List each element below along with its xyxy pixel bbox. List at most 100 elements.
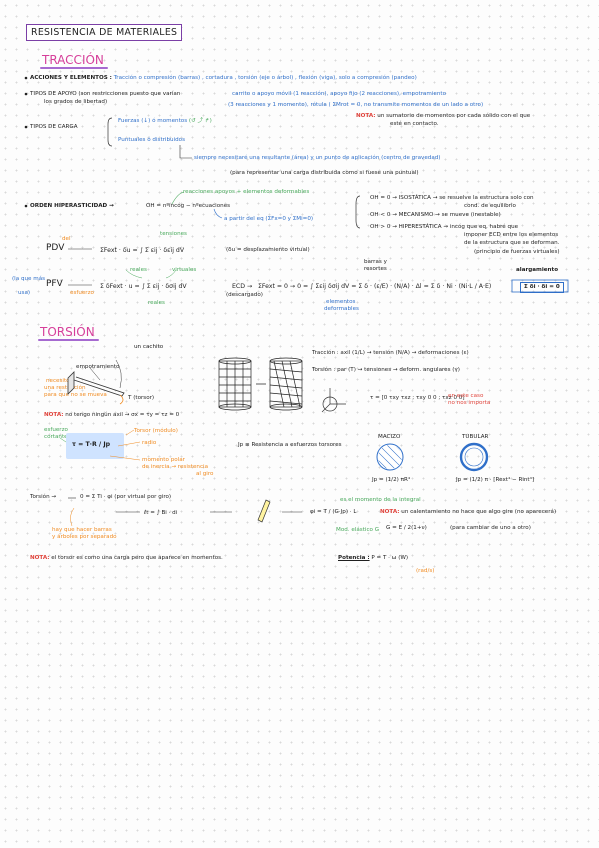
arrow-carga [179, 145, 192, 159]
brace-carga [107, 117, 113, 147]
orden-formula: OH = nºincóg − nºecuaciones [146, 203, 231, 209]
grid-cylinder-original [218, 357, 252, 411]
acciones-label: ACCIONES Y ELEMENTOS : [30, 75, 112, 81]
brace-oh [355, 195, 361, 229]
oh-line-4: imponer ECD entre los elementos [464, 232, 559, 238]
nota2-label: NOTA: [380, 509, 400, 515]
arrow-esfuerzo [59, 437, 67, 443]
barras-note-2: y árboles por separado [52, 534, 117, 540]
bullet-acciones: ACCIONES Y ELEMENTOS : Tracción o compre… [30, 75, 417, 82]
traccion-line: Tracción : axil (1/L) → tensión (N/A) → … [312, 350, 469, 356]
page-title: RESISTENCIA DE MATERIALES [26, 24, 183, 41]
bullet-dot [24, 92, 28, 96]
jp-macizo: Jp = (1/2) πR⁴ [372, 477, 411, 483]
ecd-note-3: elementos [326, 299, 356, 305]
restringe-1: necesito [46, 378, 70, 384]
ecd-note-2: resortes [364, 266, 387, 272]
ecd-sub: (descargado) [226, 292, 263, 298]
nota-torsion-text: no tengo ningún axil → σx = τy = τz = 0 [65, 412, 180, 418]
esfuerzo-label-1: esfuerzo [44, 427, 68, 433]
pfv-reales-2: reales [148, 300, 165, 306]
cachito-label: un cachito [134, 344, 164, 350]
pfv-sub-note: esfuerzo [70, 290, 94, 296]
axes-diagram [321, 388, 346, 413]
apoyo-text-1: carrito o apoyo móvil (1 reacción), apoy… [232, 91, 447, 97]
potencia: Potencia : P = T · ω (W) [338, 555, 408, 562]
pfv-virtual-note: virtuales [172, 267, 197, 273]
section-tubular [459, 442, 489, 472]
tau-formula-box [66, 433, 124, 459]
carga-item-4: (para representar una carga distribuida … [230, 170, 419, 176]
nota-torsion: NOTA: no tengo ningún axil → σx = τy = τ… [44, 412, 179, 419]
g-label: Mod. elástico G [336, 527, 380, 533]
potencia-label: Potencia : [338, 555, 370, 561]
radio-label: radio [142, 440, 157, 446]
arrow-orden-bottom [213, 208, 223, 219]
arrow-empotramiento [89, 367, 101, 381]
section-title-traccion: TRACCIÓN [40, 53, 108, 69]
bullet-dot [24, 125, 28, 129]
pfv-label: PFV [46, 279, 63, 289]
g-note: (para cambiar de uno a otro) [450, 525, 531, 531]
arrow-virtuales [165, 269, 177, 279]
nota2-text: un calentamiento no hace que algo gire (… [401, 509, 557, 515]
nota-text-2: esté en contacto. [390, 121, 439, 127]
apoyo-label-2: los grados de libertad) [44, 99, 108, 105]
oh-line-5: de la estructura que se deforman. [464, 240, 560, 246]
carga-item-1-symbols: (↺ ⤴ ↱) [188, 118, 212, 124]
carga-item-1-text: Fuerzas (↓) ó momentos [118, 118, 188, 124]
nota2: NOTA: un calentamiento no hace que algo … [380, 509, 556, 516]
torsion-arrow-label: Torsión → [30, 494, 57, 500]
phi-formula: φi = T / (G·Jp) · L [310, 509, 357, 515]
empotramiento-label: empotramiento [76, 364, 120, 370]
arrow-barras [70, 507, 75, 527]
pfv-left-note-2: usa) [18, 290, 31, 296]
ecd-final-box [511, 279, 569, 293]
ecd-label: ECD → [232, 283, 253, 290]
orden-bottom-note: a partir del eq (ΣFx=0 y ΣMi=0) [224, 216, 314, 222]
pdv-note: (δu = desplazamiento virtual) [226, 247, 310, 253]
macizo-label: MACIZO [378, 434, 401, 440]
carga-item-3: siempre necesitaré una resultante (área)… [194, 155, 441, 161]
pfv-formula: Σ δFext · u = ∫ Σ εij · δσij dV [100, 283, 187, 290]
tau-formula: τ = T·R / Jp [72, 441, 111, 448]
restringe-3: para que no se mueva [44, 392, 107, 398]
oh-line-6: (principio de fuerzas virtuales) [474, 249, 560, 255]
apoyo-label: TIPOS DE APOYO (son restricciones puesto… [30, 91, 181, 97]
barras-note-1: hay que hacer barras [52, 527, 112, 533]
nota3-label: NOTA: [30, 555, 50, 561]
ecd-note-1: barras y [364, 259, 387, 265]
pdv-del-note: del [62, 236, 71, 242]
momento-polar-1: momento polar [142, 457, 185, 463]
momento-polar-3: al giro [196, 471, 214, 477]
jp-definition: Jp ≡ Resistencia a esfuerzos torsores [238, 442, 342, 448]
apoyo-text-2: (3 reacciones y 1 momento), rótula ( ΣMr… [228, 102, 484, 108]
pk-formula: ℓt = ∫ Bi · di [144, 510, 178, 516]
torsor-modulo: Torsor (módulo) [134, 428, 178, 434]
jp-tubular: Jp = (1/2) π · [Rext⁴ − Rint⁴] [456, 477, 535, 483]
bullet-dot [24, 204, 28, 208]
momento-polar-2: de inercia → resistencia [142, 464, 209, 470]
ecd-formula: ΣFext = 0 → 0 = ∫ Σεij δσij dV = Σ δ · (… [258, 283, 492, 290]
arrow-torsor-modulo [125, 429, 135, 436]
tau-note-2: no nos importa [448, 400, 491, 406]
restringe-2: una restricción [44, 385, 86, 391]
esfuerzo-label-2: cortante [44, 434, 68, 440]
carga-label: TIPOS DE CARGA [30, 124, 78, 130]
tubular-label: TUBULAR [462, 434, 489, 440]
pfv-left-note: (la que más [12, 276, 46, 282]
acciones-text: Tracción o compresión (barras) , cortadu… [113, 75, 417, 81]
arrow-momento-polar [109, 455, 141, 461]
tau-matrix: τ = [0 τxy τxz ; τxy 0 0 ; τxz 0 0] [370, 395, 465, 401]
nota-traccion: NOTA: un sumatorio de momentos por cada … [356, 113, 530, 120]
torsion-formula: 0 = Σ Ti · φi (por virtual por giro) [80, 494, 172, 500]
g-formula: G = E / 2(1+ν) [386, 525, 427, 531]
potencia-formula: P = T · ω (W) [371, 555, 409, 561]
section-macizo [376, 443, 404, 471]
oh-line-2: OH < 0 → MECANISMO → se mueve (inestable… [370, 212, 501, 218]
nota3: NOTA: el torsor es como una carga pero q… [30, 555, 223, 562]
pfv-real-note: reales [130, 267, 147, 273]
nota3-text: el torsor es como una carga pero que apa… [51, 555, 223, 561]
oh-line-1: OH = 0 → ISOSTÁTICA → se resuelve la est… [370, 195, 534, 201]
